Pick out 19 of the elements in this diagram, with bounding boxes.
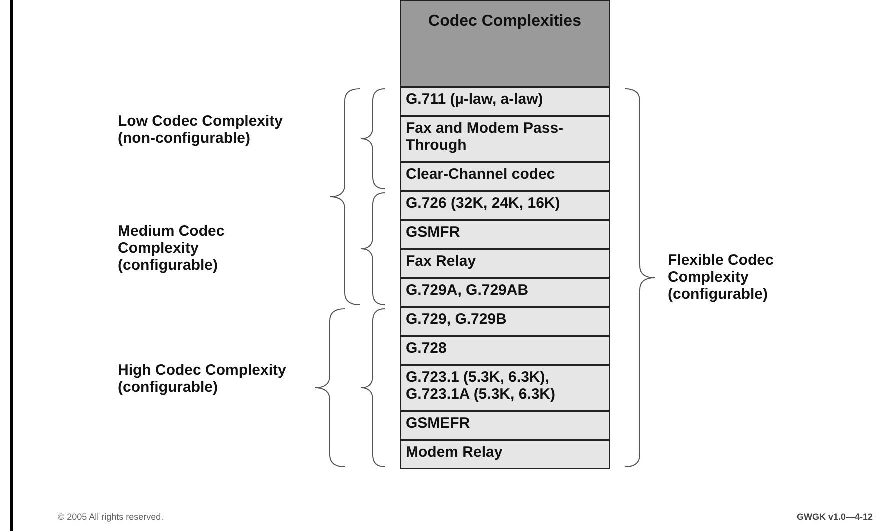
group-label: Low Codec Complexity (non-configurable) bbox=[118, 113, 284, 147]
table-cell: G.729A, G.729AB bbox=[400, 278, 610, 307]
table-cell: Modem Relay bbox=[400, 440, 610, 469]
table-cell: G.726 (32K, 24K, 16K) bbox=[400, 191, 610, 220]
table-cell: GSMFR bbox=[400, 220, 610, 249]
group-label: Medium Codec Complexity (configurable) bbox=[118, 223, 226, 274]
slide-code: GWGK v1.0—4-12 bbox=[796, 512, 873, 522]
table-cell: G.711 (µ-law, a-law) bbox=[400, 87, 610, 116]
table-cell: Fax Relay bbox=[400, 249, 610, 278]
table-cell: GSMEFR bbox=[400, 411, 610, 440]
table-cell: G.728 bbox=[400, 336, 610, 365]
table-cell: Fax and Modem Pass-Through bbox=[400, 116, 610, 162]
table-cell: G.723.1 (5.3K, 6.3K), G.723.1A (5.3K, 6.3K) bbox=[400, 365, 610, 411]
copyright-note: © 2005 All rights reserved. bbox=[58, 512, 164, 522]
table-cell: Clear-Channel codec bbox=[400, 162, 610, 191]
table-cell: G.729, G.729B bbox=[400, 307, 610, 336]
group-label: High Codec Complexity (configurable) bbox=[118, 362, 288, 396]
table-header-cell: Codec Complexities bbox=[400, 0, 610, 87]
group-label: Flexible Codec Complexity (configurable) bbox=[668, 252, 775, 303]
